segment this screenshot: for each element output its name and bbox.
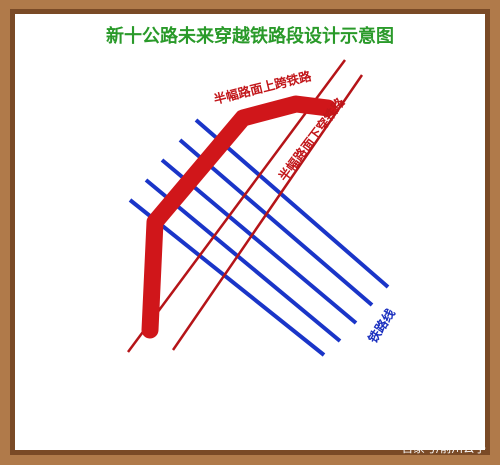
watermark-text: 百家号/前川公子 xyxy=(402,441,486,455)
railway-lines xyxy=(128,118,390,357)
railway-label: 铁路线 xyxy=(365,306,398,346)
overpass-road xyxy=(141,95,337,339)
underpass-line-right xyxy=(171,74,364,351)
diagram-title: 新十公路未来穿越铁路段设计示意图 xyxy=(106,25,394,47)
